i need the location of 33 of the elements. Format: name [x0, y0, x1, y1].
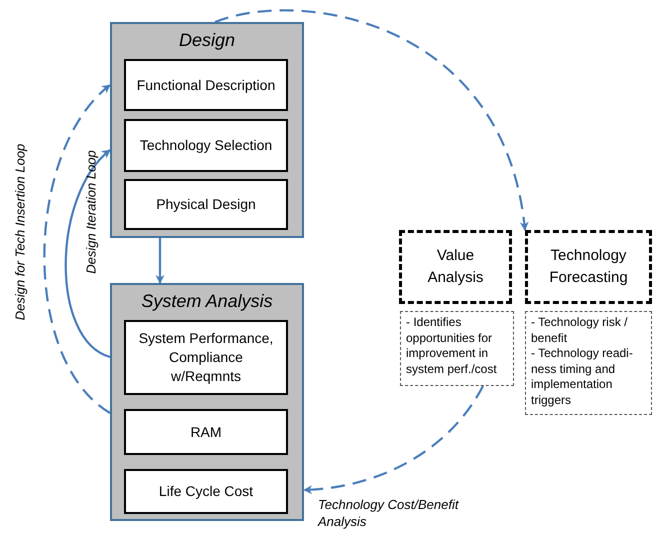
box-label: System Performance, Compliance w/Reqmnts	[138, 329, 274, 386]
dashed-box	[525, 230, 652, 304]
edge-label: Technology Cost/Benefit Analysis	[318, 497, 460, 531]
process-box	[124, 320, 288, 395]
group-panel	[110, 22, 304, 238]
box-label: Physical Design	[156, 195, 256, 214]
box-label: Technology Forecasting	[548, 246, 629, 288]
arrow	[214, 10, 528, 231]
edge-label: Design Iteration Loop	[84, 150, 98, 274]
process-box	[124, 469, 288, 514]
note-box	[400, 311, 514, 386]
process-box	[124, 59, 288, 111]
arrow	[303, 385, 484, 494]
edge-label: Design for Tech Insertion Loop	[12, 144, 28, 320]
panel-heading: System Analysis	[140, 291, 274, 312]
note-text: - Identifies opportunities for improvement in system perf./cost	[406, 315, 498, 378]
arrow	[43, 84, 111, 414]
box-label: RAM	[190, 422, 222, 442]
box-label: Life Cycle Cost	[158, 482, 254, 501]
note-text: - Technology risk / benefit	[531, 315, 628, 346]
note-box	[525, 311, 652, 415]
group-panel	[110, 283, 304, 521]
process-box	[124, 179, 288, 230]
process-box	[124, 409, 288, 455]
box-label: Functional Description	[136, 76, 276, 94]
box-label: Value Analysis	[426, 246, 484, 288]
arrow	[156, 238, 164, 284]
process-box	[124, 119, 288, 172]
box-label: Technology Selection	[140, 136, 272, 155]
panel-heading: Design	[178, 30, 236, 51]
arrow	[64, 149, 111, 358]
note-text: - Technology readi- ness timing and implementation triggers	[531, 346, 634, 409]
dashed-box	[399, 230, 512, 304]
